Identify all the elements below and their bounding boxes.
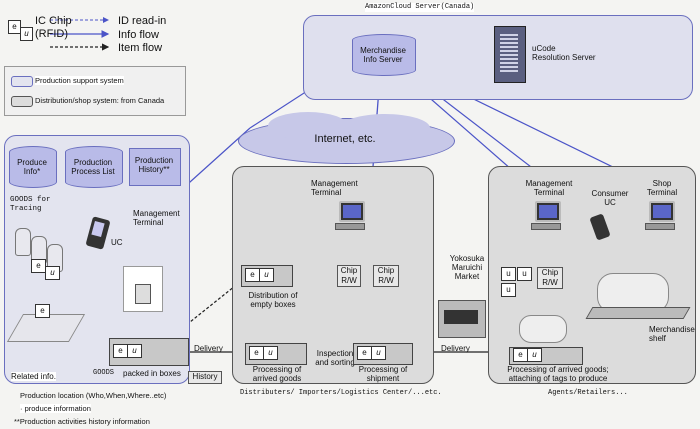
production-mgmt-terminal-label: Management Terminal	[133, 209, 180, 227]
rfid-chip-icon: e	[245, 268, 260, 282]
footer-production-location: Production location (Who,When,Where..etc…	[20, 391, 167, 400]
internet-label: Internet, etc.	[314, 133, 376, 145]
retail-keyboard-icon	[531, 223, 561, 230]
rfid-chip-icon: e	[357, 346, 372, 360]
consumer-uc-label: Consumer UC	[591, 189, 629, 207]
db-history-label: Production History**	[134, 156, 174, 174]
chip-rw-1[interactable]: Chip R/W	[337, 265, 361, 287]
legend-chip-label: IC Chip	[35, 15, 72, 27]
truck-icon	[444, 310, 478, 324]
rfid-chip-icon: e	[31, 259, 46, 273]
shop-terminal-label: Shop Terminal	[646, 179, 678, 197]
processing-arrived-label: Processing of arrived goods	[252, 365, 302, 383]
retail-chip-rw[interactable]: Chip R/W	[537, 267, 563, 289]
db-process-label: Production Process List	[71, 158, 115, 176]
production-panel: Produce Info* Production Process List Pr…	[4, 135, 190, 384]
field-plot-icon	[6, 314, 86, 342]
uc-label: UC	[111, 238, 123, 247]
rfid-chip-icon: u	[501, 283, 516, 297]
field-sign-chip-icon: e	[35, 304, 50, 318]
shop-keyboard-icon	[645, 223, 675, 230]
legend-distribution-shop: Distribution/shop system: from Canada	[35, 96, 165, 105]
legend-flows: e u IC Chip (RFID) ID read-in Info flow …	[5, 5, 180, 55]
legend-swatch-distribution	[11, 96, 33, 107]
rfid-chip-icon: u	[127, 344, 142, 358]
footer-history-info: **Production activities history informat…	[14, 417, 150, 426]
legend-production-support: Production support system	[35, 76, 124, 85]
rfid-chip-icon: e	[113, 344, 128, 358]
process-list-db-icon	[65, 146, 123, 188]
rfid-chip-icon: u	[20, 27, 33, 41]
rfid-chip-icon: u	[527, 348, 542, 362]
legend-swatch-production	[11, 76, 33, 87]
inspection-label: Inspection and sorting	[315, 349, 355, 367]
retail-monitor-icon	[535, 201, 561, 222]
dist-mgmt-terminal-label: Management Terminal	[311, 179, 358, 197]
market-label: Yokosuka Maruichi Market	[449, 254, 485, 281]
retail-processing-label: Processing of arrived goods; attaching o…	[507, 365, 609, 383]
history-button[interactable]: History	[188, 371, 222, 384]
produce-info-db-icon	[9, 146, 57, 188]
distribution-empty-label: Distribution of empty boxes	[248, 291, 298, 309]
retail-footer: Agents/Retailers...	[548, 389, 628, 397]
goods-label: GOODS	[93, 369, 115, 377]
consumer-uc-icon	[589, 213, 611, 241]
goods-tracing-label: GOODS for Tracing	[10, 196, 51, 213]
legend-chip-sub: (RFID)	[35, 28, 68, 40]
distribution-footer: Distributers/ Importers/Logistics Center…	[240, 389, 442, 397]
down-arrow-icon	[135, 284, 151, 304]
rfid-chip-icon: u	[371, 346, 386, 360]
packed-label: packed in boxes	[123, 369, 181, 378]
merchandise-server-icon	[352, 34, 416, 76]
distribution-panel: Management Terminal e u Distribution of …	[232, 166, 434, 384]
processing-shipment-label: Processing of shipment	[358, 365, 408, 383]
db-produce-label: Produce Info*	[17, 158, 47, 176]
rfid-chip-icon: u	[517, 267, 532, 281]
produce-bag-icon	[15, 228, 31, 256]
related-info-label: Related info.	[11, 372, 56, 381]
history-db-icon	[129, 148, 181, 186]
rfid-chip-icon: u	[259, 268, 274, 282]
delivery-label-2: Delivery	[441, 344, 470, 353]
legend-systems: Production support system Distribution/s…	[4, 66, 186, 116]
internet-cloud-puff	[340, 114, 430, 142]
rfid-chip-icon: u	[45, 266, 60, 280]
rfid-chip-icon: e	[249, 346, 264, 360]
merch-shelf-label: Merchandise shelf	[649, 325, 695, 343]
legend-info-flow: Info flow	[118, 29, 159, 41]
shop-monitor-icon	[649, 201, 675, 222]
legend-id-read-in: ID read-in	[118, 15, 167, 27]
delivery-label-1: Delivery	[194, 344, 223, 353]
ucode-server-label: uCode Resolution Server	[532, 44, 596, 62]
server-rack-vents	[500, 34, 518, 72]
dist-monitor-icon	[339, 201, 365, 222]
chip-rw-2[interactable]: Chip R/W	[373, 265, 399, 287]
tagged-produce-icon	[519, 315, 567, 343]
cloud-server-panel: Merchandise Info Server uCode Resolution…	[303, 15, 693, 100]
retail-panel: Management Terminal Consumer UC Shop Ter…	[488, 166, 696, 384]
retail-mgmt-terminal-label: Management Terminal	[525, 179, 573, 197]
dist-keyboard-icon	[335, 223, 365, 230]
rfid-chip-icon: u	[501, 267, 516, 281]
internet-cloud-puff	[268, 112, 348, 140]
merchandise-server-label: Merchandise Info Server	[360, 46, 406, 64]
merchandise-shelf-icon	[585, 307, 691, 319]
legend-item-flow: Item flow	[118, 42, 163, 54]
rfid-chip-icon: u	[263, 346, 278, 360]
cloud-server-title: AmazonCloud Server(Canada)	[365, 3, 475, 12]
footer-produce-info: · produce information	[20, 404, 91, 413]
rfid-chip-icon: e	[513, 348, 528, 362]
